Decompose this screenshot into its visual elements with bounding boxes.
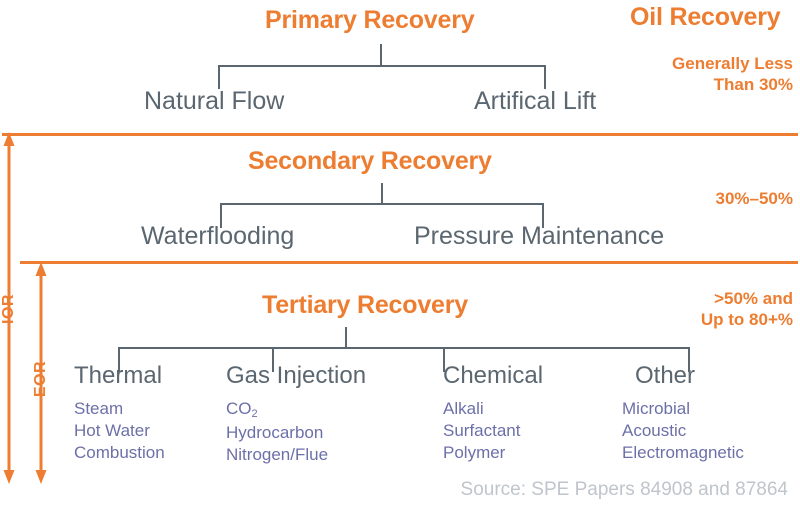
method-item: Hot Water (74, 421, 150, 440)
tertiary-drop-other (688, 347, 690, 372)
primary-drop-left (218, 65, 220, 89)
method-item: Alkali (443, 399, 484, 418)
primary-stem (380, 44, 382, 66)
method-item: Combustion (74, 443, 165, 462)
secondary-crossbar (220, 203, 544, 205)
tertiary-stem (345, 327, 347, 348)
node-artifical-lift: Artifical Lift (474, 87, 597, 115)
method-list-other: Microbial Acoustic Electromagnetic (622, 398, 744, 464)
divider-primary-secondary (2, 133, 798, 136)
method-item: Electromagnetic (622, 443, 744, 462)
secondary-recovery-percent: 30%–50% (608, 188, 793, 209)
tertiary-drop-gas-injection (272, 347, 274, 372)
secondary-recovery-heading: Secondary Recovery (248, 147, 492, 175)
tertiary-percent-line-1: >50% and (714, 289, 793, 308)
node-other: Other (635, 362, 696, 389)
primary-recovery-heading: Primary Recovery (265, 6, 475, 34)
divider-secondary-tertiary (20, 261, 798, 264)
method-item: Hydrocarbon (226, 423, 324, 442)
axis-label-eor: EOR (32, 360, 49, 398)
node-gas-injection: Gas Injection (226, 362, 367, 389)
co2-subscript: 2 (251, 408, 258, 420)
page-title: Oil Recovery (630, 3, 781, 31)
method-item: Steam (74, 399, 124, 418)
eor-arrow (35, 262, 47, 484)
primary-drop-right (544, 65, 546, 89)
method-item: Nitrogen/Flue (226, 445, 329, 464)
recovery-axes (3, 132, 47, 484)
secondary-connector (220, 183, 544, 229)
node-thermal: Thermal (74, 362, 163, 389)
method-item: Polymer (443, 443, 506, 462)
method-item: Acoustic (622, 421, 687, 440)
primary-percent-line-2: Than 30% (713, 75, 793, 94)
primary-percent-line-1: Generally Less (672, 54, 793, 73)
method-item: Microbial (622, 399, 691, 418)
source-note: Source: SPE Papers 84908 and 87864 (460, 479, 788, 500)
node-waterflooding: Waterflooding (141, 222, 295, 250)
node-natural-flow: Natural Flow (144, 87, 285, 115)
tertiary-recovery-heading: Tertiary Recovery (262, 291, 468, 319)
secondary-percent-line-1: 30%–50% (715, 189, 793, 208)
secondary-stem (381, 183, 383, 204)
tertiary-drop-thermal (118, 347, 120, 372)
primary-recovery-percent: Generally Less Than 30% (608, 53, 793, 95)
method-list-chemical: Alkali Surfactant Polymer (443, 398, 521, 464)
method-list-thermal: Steam Hot Water Combustion (74, 398, 165, 464)
node-chemical: Chemical (443, 362, 544, 389)
tertiary-connector (118, 327, 690, 373)
co2-label: CO (226, 399, 252, 418)
tertiary-drop-chemical (443, 347, 445, 372)
primary-crossbar (218, 65, 546, 67)
method-item: Surfactant (443, 421, 521, 440)
primary-connector (218, 44, 546, 90)
axis-label-ior: IOR (0, 294, 17, 324)
ior-arrow (3, 132, 15, 484)
secondary-drop-left (220, 203, 222, 228)
method-item: CO2 (226, 398, 328, 422)
tertiary-recovery-percent: >50% and Up to 80+% (600, 288, 793, 330)
tertiary-crossbar (118, 347, 690, 349)
tertiary-percent-line-2: Up to 80+% (700, 310, 793, 329)
method-list-gas-injection: CO2 Hydrocarbon Nitrogen/Flue (226, 398, 328, 466)
secondary-drop-right (542, 203, 544, 228)
node-pressure-maintenance: Pressure Maintenance (414, 222, 665, 250)
